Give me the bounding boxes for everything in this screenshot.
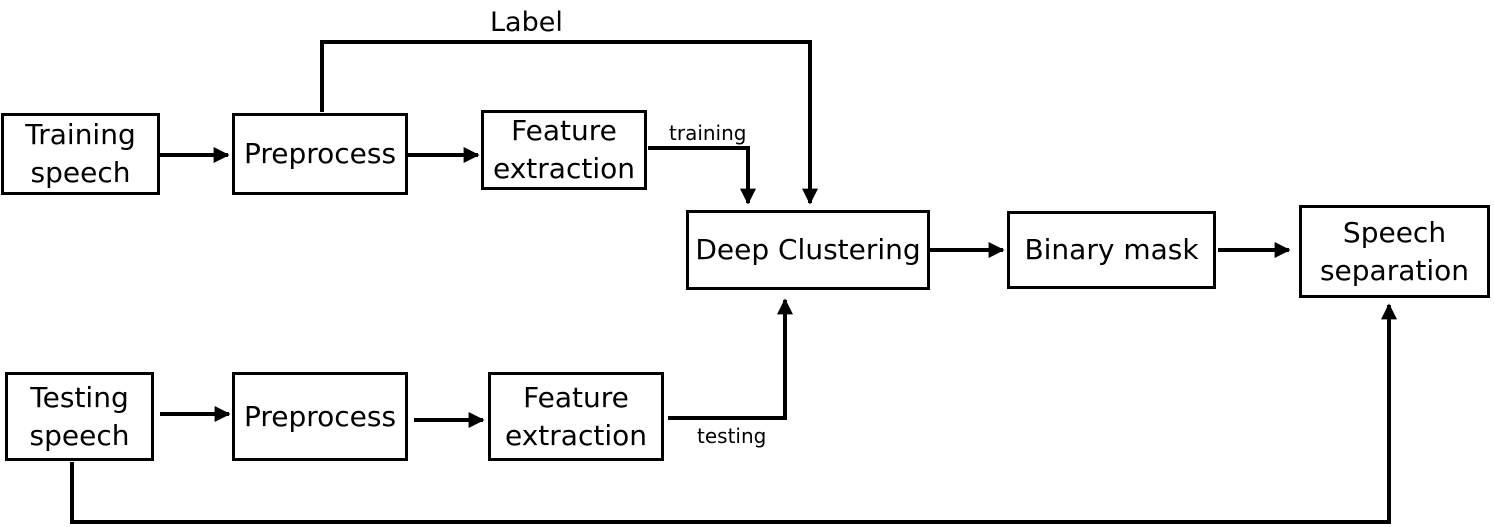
- feature-extraction-top-node: Feature extraction: [481, 110, 647, 190]
- preprocess-top-label: Preprocess: [243, 137, 397, 170]
- testing-speech-line2: speech: [29, 418, 130, 452]
- training-edge-label: training: [669, 121, 747, 145]
- arrow-bypass-path: [70, 303, 1397, 524]
- feature-top-line1: Feature: [511, 114, 617, 147]
- arrow-training-path: [648, 146, 756, 205]
- preprocess-bottom-label: Preprocess: [243, 399, 397, 433]
- arrow-testing-path: [668, 298, 793, 420]
- feature-extraction-bottom-node: Feature extraction: [488, 372, 664, 461]
- deep-clustering-label: Deep Clustering: [695, 233, 921, 266]
- testing-speech-line1: Testing: [30, 380, 129, 414]
- training-speech-line1: Training: [25, 118, 136, 151]
- feature-bottom-line1: Feature: [523, 380, 629, 414]
- speech-separation-line2: separation: [1319, 253, 1470, 287]
- feature-top-line2: extraction: [493, 152, 635, 185]
- arrow-label-path: [320, 40, 818, 205]
- label-edge-label: Label: [490, 7, 563, 38]
- testing-edge-label: testing: [697, 424, 767, 448]
- training-speech-node: Training speech: [1, 113, 160, 195]
- testing-speech-node: Testing speech: [5, 372, 154, 461]
- speech-separation-line1: Speech: [1342, 215, 1447, 249]
- training-speech-line2: speech: [30, 156, 131, 189]
- speech-separation-node: Speech separation: [1299, 205, 1490, 298]
- binary-mask-label: Binary mask: [1024, 233, 1199, 266]
- binary-mask-node: Binary mask: [1007, 211, 1216, 289]
- preprocess-top-node: Preprocess: [232, 113, 408, 195]
- deep-clustering-node: Deep Clustering: [686, 210, 930, 290]
- feature-bottom-line2: extraction: [505, 418, 647, 452]
- preprocess-bottom-node: Preprocess: [232, 372, 408, 461]
